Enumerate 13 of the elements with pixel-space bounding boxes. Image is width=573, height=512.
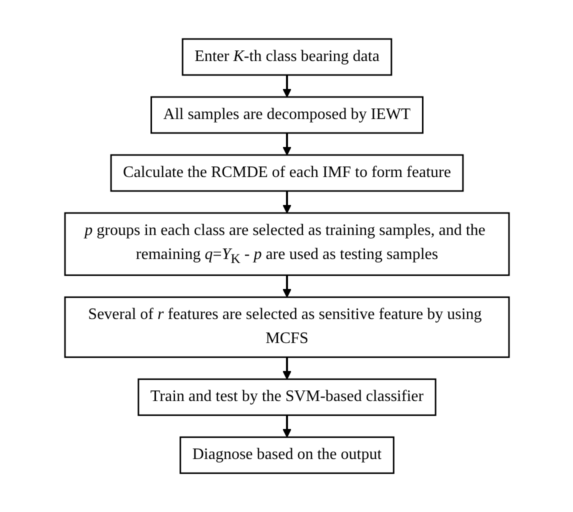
arrow bbox=[282, 275, 291, 298]
arrow bbox=[282, 132, 291, 156]
arrow bbox=[282, 357, 291, 380]
arrow bbox=[282, 190, 291, 214]
node-box: Diagnose based on the output bbox=[179, 436, 394, 474]
node-box: Enter K-th class bearing data bbox=[181, 38, 392, 76]
node-box: Train and test by the SVM-based classifier bbox=[137, 378, 436, 416]
node-box: p groups in each class are selected as training samples, and the remaining q=Y$_{K}$ - p are used as testing samples bbox=[64, 212, 510, 276]
node-box: Several of r features are selected as sensitive feature by using MCFS bbox=[64, 296, 510, 358]
node-box: All samples are decomposed by IEWT bbox=[150, 96, 423, 134]
arrow bbox=[282, 74, 291, 98]
arrow bbox=[282, 415, 291, 438]
node-box: Calculate the RCMDE of each IMF to form feature bbox=[110, 154, 464, 192]
